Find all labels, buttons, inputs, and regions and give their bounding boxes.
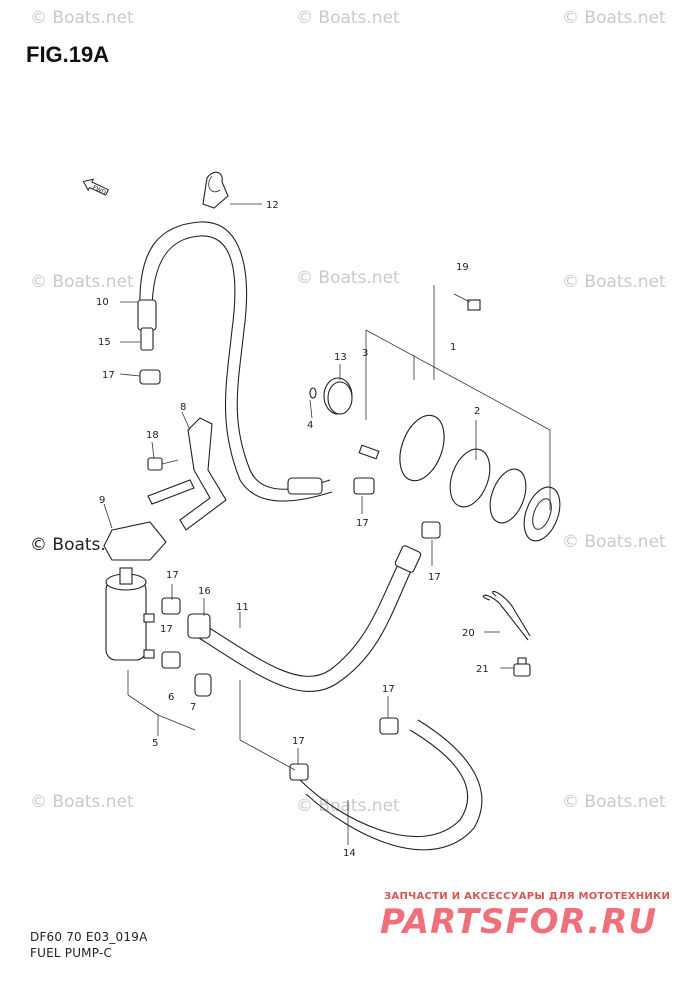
watermark: © Boats.net [30, 8, 134, 28]
clamp-17-d [161, 597, 181, 615]
callout-14: 14 [343, 848, 356, 859]
callout-17-c: 17 [428, 572, 441, 583]
callout-8: 8 [180, 402, 186, 413]
watermark: © Boats.net [296, 268, 400, 288]
callout-18: 18 [146, 430, 159, 441]
fwd-arrow-icon: FWD [82, 178, 109, 197]
clamp-17-f [379, 717, 399, 735]
watermark: © Boats.net [562, 272, 666, 292]
watermark: © Boats.net [562, 8, 666, 28]
watermark: © Boats.net [562, 792, 666, 812]
part-21-fitting [513, 657, 531, 677]
part-5-filter [105, 567, 196, 736]
watermark: © Boats.net [562, 532, 666, 552]
clamp-17-b [353, 477, 375, 495]
callout-20: 20 [462, 628, 475, 639]
callout-11: 11 [236, 602, 249, 613]
callout-4: 4 [307, 420, 313, 431]
leader-lines [103, 301, 514, 845]
figure-title: FIG.19A [26, 42, 110, 67]
part-8-bracket [147, 417, 227, 531]
callout-17-b: 17 [356, 518, 369, 529]
callout-17-e: 17 [160, 624, 173, 635]
clamp-17-g [289, 763, 309, 781]
fuel-hose-14 [299, 719, 483, 851]
callout-10: 10 [96, 297, 109, 308]
callout-12: 12 [266, 200, 279, 211]
footer-caption: FUEL PUMP-C [30, 946, 113, 960]
clamp-17-e [161, 651, 181, 669]
fuel-pump-assembly [323, 285, 561, 542]
callout-19: 19 [456, 262, 469, 273]
part-9-component [103, 521, 167, 561]
callout-17-g: 17 [292, 736, 305, 747]
fuel-hose-upper [137, 221, 333, 502]
callout-7: 7 [190, 702, 196, 713]
footer-code: DF60 70 E03_019A [30, 930, 148, 944]
clamp-17-a [139, 369, 161, 385]
callout-17-d: 17 [166, 570, 179, 581]
watermark: © Boats.net [296, 8, 400, 28]
part-20-clip [482, 590, 531, 641]
callout-16: 16 [198, 586, 211, 597]
callout-17-a: 17 [102, 370, 115, 381]
promo-logo: PARTSFOR.RU [380, 902, 658, 942]
callout-21: 21 [476, 664, 489, 675]
watermark: © Boats.net [30, 792, 134, 812]
part-19-bolt [453, 293, 481, 311]
part-7-cap [194, 673, 212, 697]
part-13-o-ring [327, 381, 353, 415]
callout-1: 1 [450, 342, 456, 353]
callout-9: 9 [99, 495, 105, 506]
callout-5: 5 [152, 738, 158, 749]
callout-13: 13 [334, 352, 347, 363]
clamp-17-c [421, 521, 441, 539]
callout-2: 2 [474, 406, 480, 417]
fuel-hose-11 [187, 545, 422, 692]
callout-6: 6 [168, 692, 174, 703]
watermark: © Boats.net [30, 272, 134, 292]
callout-15: 15 [98, 337, 111, 348]
part-18-bolt [147, 457, 179, 471]
promo-tagline: ЗАПЧАСТИ И АКСЕССУАРЫ ДЛЯ МОТОТЕХНИКИ [384, 891, 671, 902]
callout-17-f: 17 [382, 684, 395, 695]
part-12-clip [202, 171, 262, 209]
callout-3: 3 [362, 348, 368, 359]
part-4-pin [309, 387, 317, 399]
